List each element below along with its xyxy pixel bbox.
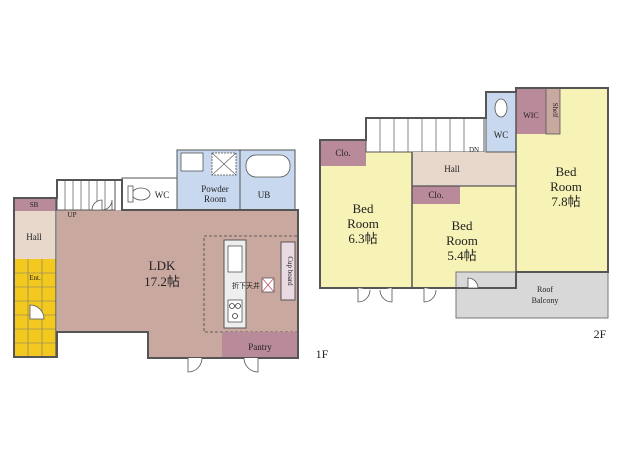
powder-label-2: Room xyxy=(204,194,226,204)
closet-b-label: Clo. xyxy=(428,190,443,200)
kitchen-stove xyxy=(227,299,243,323)
cupboard xyxy=(280,241,296,301)
ceiling-note: 折下天井 xyxy=(232,281,260,290)
dn-label: DN xyxy=(469,146,479,154)
wic-label: WIC xyxy=(523,111,539,120)
stairs-2f xyxy=(365,117,485,153)
bed3-label-2: Room xyxy=(550,179,582,194)
bed1-label-1: Bed xyxy=(353,201,374,216)
bed3-label-3: 7.8帖 xyxy=(551,194,580,209)
bed1-label-3: 6.3帖 xyxy=(348,231,377,246)
powder-label-1: Powder xyxy=(201,184,229,194)
up-label: UP xyxy=(68,211,77,219)
balcony-label-1: Roof xyxy=(537,285,553,294)
bed3-label-1: Bed xyxy=(556,164,577,179)
bed1-label-2: Room xyxy=(347,216,379,231)
floor-2: Clo. Bed Room 6.3帖 DN Hall WC Clo. Bed R… xyxy=(319,87,609,341)
walls-1f xyxy=(13,179,299,359)
ldk-label-2: 17.2帖 xyxy=(144,274,180,289)
sb-label: SB xyxy=(30,201,39,209)
entrance-label: Ent. xyxy=(29,274,41,282)
cupboard-label: Cup board xyxy=(286,256,294,286)
floor-1: Cup board 折下天井 Pantry SB Hall Ent. UP xyxy=(13,149,329,373)
stairs-1f xyxy=(56,179,116,211)
closet-a xyxy=(320,140,366,166)
floor-2-label: 2F xyxy=(594,327,607,341)
balcony-label-2: Balcony xyxy=(532,296,559,305)
ldk-label-1: LDK xyxy=(149,258,176,273)
hall-2f xyxy=(412,152,516,186)
pantry-label: Pantry xyxy=(248,342,272,352)
closet-b xyxy=(412,186,460,204)
hall-1f xyxy=(14,211,56,259)
ldk-lower xyxy=(148,328,222,358)
bed2-label-3: 5.4帖 xyxy=(447,248,476,263)
bed2-label-2: Room xyxy=(446,233,478,248)
pantry xyxy=(222,332,298,358)
floor-1-label: 1F xyxy=(316,347,329,361)
hall-2f-label: Hall xyxy=(444,164,460,174)
hall-1f-label: Hall xyxy=(26,232,42,242)
shelf-label: Shelf xyxy=(551,103,559,118)
kitchen-sink xyxy=(227,245,243,273)
bed2-label-1: Bed xyxy=(452,218,473,233)
ldk-area xyxy=(57,210,298,332)
ub-label: UB xyxy=(258,190,271,200)
sb-1f xyxy=(14,198,56,211)
closet-a-label: Clo. xyxy=(335,148,350,158)
roof-balcony xyxy=(455,271,609,319)
wic xyxy=(516,88,546,134)
wc-1f-label: WC xyxy=(155,190,170,200)
wc-2f-label: WC xyxy=(494,130,509,140)
